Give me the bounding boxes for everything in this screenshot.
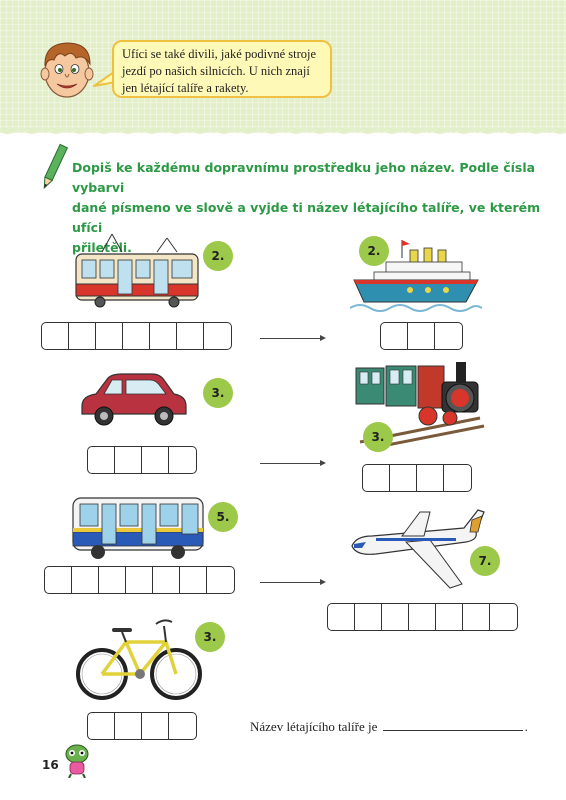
answer-suffix: .	[524, 719, 528, 734]
ship-picture	[350, 240, 482, 312]
number-badge: 3.	[195, 622, 225, 652]
pencil-icon	[43, 143, 68, 190]
letter-boxes-bus[interactable]	[44, 566, 235, 594]
page-number: 16	[42, 758, 59, 772]
number-badge: 3.	[363, 422, 393, 452]
letter-box[interactable]	[180, 567, 207, 593]
speech-bubble-line: jen létající talíře a rakety.	[122, 81, 249, 95]
letter-box[interactable]	[169, 447, 196, 473]
letter-box[interactable]	[381, 323, 408, 349]
alien-mascot-icon	[65, 744, 89, 778]
arrow-right	[260, 579, 326, 585]
bicycle-picture	[76, 619, 202, 700]
header-wavy-edge	[0, 128, 566, 134]
number-badge: 5.	[208, 502, 238, 532]
answer-prefix: Název létajícího talíře je	[250, 719, 378, 734]
letter-box[interactable]	[153, 567, 180, 593]
letter-box[interactable]	[382, 604, 409, 630]
letter-box[interactable]	[115, 447, 142, 473]
letter-box[interactable]	[490, 604, 517, 630]
letter-box[interactable]	[88, 447, 115, 473]
arrow-right	[260, 460, 326, 466]
letter-box[interactable]	[88, 713, 115, 739]
letter-boxes-car[interactable]	[87, 446, 197, 474]
speech-bubble-line: jezdí po našich silnicích. U nich znají	[122, 64, 310, 78]
letter-box[interactable]	[169, 713, 196, 739]
letter-box[interactable]	[96, 323, 123, 349]
letter-box[interactable]	[177, 323, 204, 349]
speech-bubble: Ufíci se také divili, jaké podivné stroj…	[112, 40, 332, 98]
number-badge: 3.	[203, 378, 233, 408]
letter-box[interactable]	[72, 567, 99, 593]
letter-box[interactable]	[142, 447, 169, 473]
train-picture	[355, 362, 485, 450]
bus-picture	[72, 497, 204, 559]
letter-box[interactable]	[417, 465, 444, 491]
letter-box[interactable]	[328, 604, 355, 630]
task-line: Dopiš ke každému dopravnímu prostředku j…	[72, 160, 536, 195]
tram-picture	[75, 233, 199, 308]
letter-box[interactable]	[204, 323, 231, 349]
airplane-picture	[351, 509, 485, 589]
task-line: dané písmeno ve slově a vyjde ti název l…	[72, 200, 541, 235]
letter-box[interactable]	[435, 323, 462, 349]
letter-box[interactable]	[45, 567, 72, 593]
letter-box[interactable]	[363, 465, 390, 491]
arrow-right	[260, 335, 326, 341]
letter-boxes-ship[interactable]	[380, 322, 463, 350]
number-badge: 2.	[203, 241, 233, 271]
answer-sentence: Název létajícího talíře je .	[250, 718, 528, 735]
task-instructions: Dopiš ke každému dopravnímu prostředku j…	[72, 158, 542, 258]
letter-box[interactable]	[126, 567, 153, 593]
letter-boxes-train[interactable]	[362, 464, 472, 492]
letter-box[interactable]	[408, 323, 435, 349]
letter-box[interactable]	[207, 567, 234, 593]
speech-bubble-line: Ufíci se také divili, jaké podivné stroj…	[122, 47, 317, 61]
letter-box[interactable]	[409, 604, 436, 630]
letter-box[interactable]	[444, 465, 471, 491]
letter-box[interactable]	[69, 323, 96, 349]
letter-boxes-tram[interactable]	[41, 322, 232, 350]
letter-box[interactable]	[355, 604, 382, 630]
letter-box[interactable]	[42, 323, 69, 349]
letter-boxes-bicycle[interactable]	[87, 712, 197, 740]
letter-box[interactable]	[390, 465, 417, 491]
boy-face-illustration	[40, 42, 94, 98]
letter-box[interactable]	[142, 713, 169, 739]
answer-blank-line[interactable]	[382, 718, 523, 731]
letter-box[interactable]	[463, 604, 490, 630]
letter-box[interactable]	[436, 604, 463, 630]
letter-box[interactable]	[115, 713, 142, 739]
letter-box[interactable]	[123, 323, 150, 349]
letter-box[interactable]	[99, 567, 126, 593]
number-badge: 7.	[470, 546, 500, 576]
car-picture	[81, 373, 187, 426]
number-badge: 2.	[359, 236, 389, 266]
letter-box[interactable]	[150, 323, 177, 349]
letter-boxes-airplane[interactable]	[327, 603, 518, 631]
